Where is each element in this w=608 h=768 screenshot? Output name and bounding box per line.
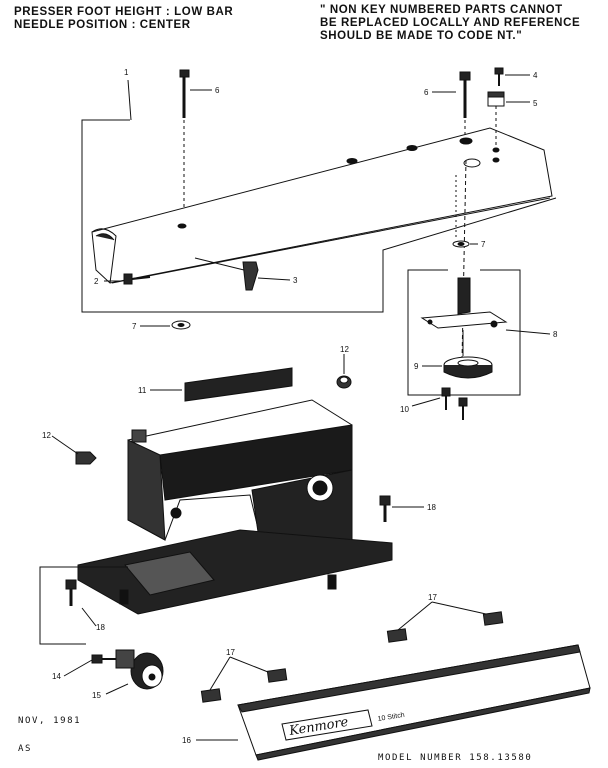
callout-17-left: 17: [226, 648, 235, 657]
callout-14: 14: [52, 672, 61, 681]
screw-4: [494, 67, 504, 86]
screws-10: [441, 387, 468, 420]
model-number: MODEL NUMBER 158.13580: [378, 753, 533, 763]
leader-1: [127, 79, 132, 121]
needle-position-note: NEEDLE POSITION : CENTER: [14, 19, 191, 31]
notice-line-1: " NON KEY NUMBERED PARTS CANNOT: [320, 4, 563, 16]
leader-lines: [51, 74, 551, 741]
callout-3: 3: [293, 276, 298, 285]
assembly-box-8: [407, 269, 521, 396]
revision-date: NOV, 1981: [18, 716, 82, 726]
nameplate-subtitle: 10 Stitch: [377, 712, 405, 723]
group-bracket-18: [39, 566, 128, 645]
notice-line-2: BE REPLACED LOCALLY AND REFERENCE: [320, 17, 581, 29]
callout-6-right: 6: [424, 88, 429, 97]
needle-bar-axis: [461, 159, 467, 361]
machine-base: [77, 529, 393, 615]
callout-10: 10: [400, 405, 409, 414]
washer-7-lower: [171, 320, 191, 330]
callout-16: 16: [182, 736, 191, 745]
screw-2: [123, 273, 151, 285]
callout-12-right: 12: [340, 345, 349, 354]
screw-6-right: [459, 71, 471, 135]
callout-17-right: 17: [428, 593, 437, 602]
washer-7-upper: [452, 240, 470, 248]
callout-7-upper: 7: [481, 240, 486, 249]
callout-numbers: 1 6 6 4 5 7 2 3 7 8 9 10 11 12 12 18 18 …: [42, 68, 558, 745]
callout-18-left: 18: [96, 623, 105, 632]
setting-notes: PRESSER FOOT HEIGHT : LOW BAR NEEDLE POS…: [14, 6, 233, 32]
nameplate-16: [237, 644, 591, 761]
presser-foot-note: PRESSER FOOT HEIGHT : LOW BAR: [14, 6, 234, 18]
callout-8: 8: [553, 330, 558, 339]
callout-15: 15: [92, 691, 101, 700]
group-boundary-line: [81, 119, 557, 313]
plug-12-left: [75, 451, 97, 465]
cam-9: [443, 356, 493, 379]
label-strip-11: [184, 367, 293, 402]
callout-6-left: 6: [215, 86, 220, 95]
screw-18-left: [65, 579, 77, 606]
callout-1: 1: [124, 68, 129, 77]
callout-7-lower: 7: [132, 322, 137, 331]
page-code: AS: [18, 744, 33, 754]
callout-12-left: 12: [42, 431, 51, 440]
callout-4: 4: [533, 71, 538, 80]
top-cover-part: [91, 127, 553, 284]
callout-18-right: 18: [427, 503, 436, 512]
callout-11: 11: [138, 386, 147, 395]
knob-15: [115, 649, 164, 690]
bushing-5: [487, 91, 505, 150]
screw-14: [91, 654, 116, 664]
parts-notice: " NON KEY NUMBERED PARTS CANNOT BE REPLA…: [320, 4, 580, 43]
callout-9: 9: [414, 362, 419, 371]
notice-line-3: SHOULD BE MADE TO CODE NT.": [320, 30, 523, 42]
badges-17: [200, 611, 504, 703]
part-3-clip: [194, 257, 259, 291]
plug-12-right: [336, 375, 352, 389]
callout-2: 2: [94, 277, 99, 286]
screw-6-left: [179, 69, 190, 210]
callout-5: 5: [533, 99, 538, 108]
screw-18-right: [379, 495, 391, 522]
